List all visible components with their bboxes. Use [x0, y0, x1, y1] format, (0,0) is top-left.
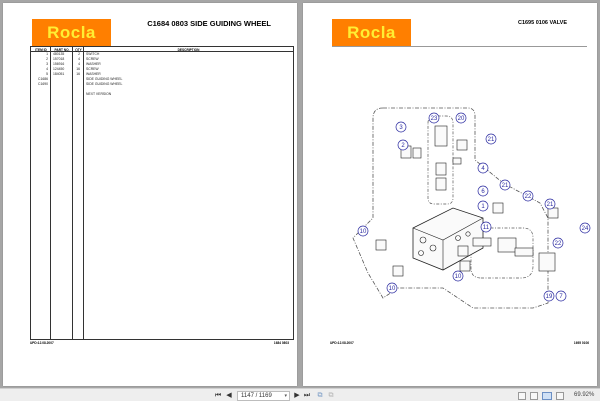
cell-part: 124450 [53, 67, 65, 71]
last-page-icon: ⏭ [303, 392, 311, 399]
header-divider [332, 46, 587, 47]
cell-desc: WASHER [86, 72, 101, 76]
svg-text:2: 2 [401, 143, 405, 149]
svg-text:10: 10 [360, 229, 367, 235]
single-page-view-icon[interactable] [518, 391, 526, 400]
col-part-no [51, 47, 73, 339]
cell-desc: WASHER [86, 62, 101, 66]
footer-doc-number: 1684 0803 [273, 341, 289, 345]
next-page-icon: ▶ [294, 392, 300, 399]
copy-icon: ⧉ [317, 392, 323, 399]
table-row: 1 480135 2 SWITCH [31, 52, 293, 57]
svg-text:3: 3 [399, 125, 403, 131]
svg-text:10: 10 [389, 286, 396, 292]
table-row: 2 157018 4 SCREW [31, 57, 293, 62]
cell-part: 184051 [53, 72, 65, 76]
table-row: 4 124450 16 SCREW [31, 67, 293, 72]
cell-qty: 4 [78, 57, 80, 61]
document-viewport[interactable]: Rocla C1684 0803 SIDE GUIDING WHEEL ITEM… [0, 0, 600, 388]
cell-item: 5 [46, 72, 48, 76]
cell-item: 1 [46, 52, 48, 56]
first-page-button[interactable]: ⏮ [214, 391, 222, 400]
pdf-navigation-toolbar: ⏮ ◀ 1147 / 1169 ▾ ▶ ⏭ ⧉ ⧉ 69.92% [0, 388, 600, 401]
chevron-down-icon[interactable]: ▾ [284, 392, 287, 399]
table-header: ITEM ID PART NO. QTY DESCRIPTION [31, 47, 293, 52]
previous-page-icon: ◀ [226, 392, 232, 399]
next-page-button[interactable]: ▶ [293, 391, 301, 400]
page-left: Rocla C1684 0803 SIDE GUIDING WHEEL ITEM… [3, 3, 297, 386]
footer-update-date: UPD:12.08.2007 [330, 341, 354, 345]
svg-text:21: 21 [502, 183, 509, 189]
parts-table: ITEM ID PART NO. QTY DESCRIPTION 1 48013… [30, 46, 294, 340]
cell-part: 156916 [53, 62, 65, 66]
table-row: C1686 SIDE GUIDING WHEEL [31, 77, 293, 82]
cell-qty: 2 [78, 52, 80, 56]
cell-desc: SCREW [86, 57, 99, 61]
two-page-continuous-view-icon[interactable] [556, 391, 564, 400]
table-row: 5 184051 16 WASHER [31, 72, 293, 77]
footer-doc-number: 1695 0106 [573, 341, 589, 345]
page-right: Rocla C1695 0106 VALVE [303, 3, 597, 386]
cell-item: 2 [46, 57, 48, 61]
two-page-view-icon[interactable] [542, 391, 552, 400]
continuous-view-icon[interactable] [530, 391, 538, 400]
header-description: DESCRIPTION [177, 47, 200, 52]
first-page-icon: ⏮ [214, 392, 222, 399]
svg-text:6: 6 [481, 189, 485, 195]
table-row: NEXT VERSION [31, 92, 293, 97]
svg-text:23: 23 [431, 116, 438, 122]
cell-desc: SCREW [86, 67, 99, 71]
table-row: C1690 SIDE GUIDING WHEEL [31, 82, 293, 87]
callout-group [357, 112, 591, 302]
svg-text:7: 7 [559, 294, 563, 300]
cell-qty: 4 [78, 62, 80, 66]
svg-text:19: 19 [546, 294, 553, 300]
svg-text:1: 1 [481, 204, 485, 210]
header-qty: QTY [75, 47, 82, 52]
page-title: C1695 0106 VALVE [517, 20, 567, 26]
page-number-input[interactable]: 1147 / 1169 ▾ [237, 390, 290, 401]
page-title: C1684 0803 SIDE GUIDING WHEEL [147, 19, 271, 28]
paste-button[interactable]: ⧉ [327, 391, 335, 400]
svg-text:21: 21 [488, 137, 495, 143]
col-item-id [31, 47, 51, 339]
svg-text:20: 20 [458, 116, 465, 122]
svg-text:10: 10 [455, 274, 462, 280]
cell-qty: 16 [76, 67, 80, 71]
header-part-no: PART NO. [54, 47, 70, 52]
cell-desc: NEXT VERSION [86, 92, 112, 96]
cell-part: 157018 [53, 57, 65, 61]
header-item-id: ITEM ID [35, 47, 47, 52]
cell-item: C1690 [38, 82, 48, 86]
rocla-logo: Rocla [32, 19, 111, 47]
svg-text:22: 22 [555, 241, 562, 247]
table-row: 3 156916 4 WASHER [31, 62, 293, 67]
svg-text:24: 24 [582, 226, 589, 232]
cell-part: 480135 [53, 52, 65, 56]
zoom-level[interactable]: 69.92% [574, 392, 595, 398]
last-page-button[interactable]: ⏭ [303, 391, 311, 400]
rocla-logo: Rocla [332, 19, 411, 47]
svg-text:22: 22 [525, 194, 532, 200]
cell-desc: SIDE GUIDING WHEEL [86, 82, 123, 86]
paste-icon: ⧉ [328, 392, 334, 399]
copy-button[interactable]: ⧉ [316, 391, 324, 400]
cell-desc: SWITCH [86, 52, 100, 56]
col-qty [73, 47, 84, 339]
previous-page-button[interactable]: ◀ [225, 391, 233, 400]
page-number-value: 1147 / 1169 [241, 392, 272, 399]
svg-text:11: 11 [483, 225, 490, 231]
cell-item: 3 [46, 62, 48, 66]
svg-text:21: 21 [547, 202, 554, 208]
cell-desc: SIDE GUIDING WHEEL [86, 77, 123, 81]
svg-text:4: 4 [481, 166, 485, 172]
cell-item: 4 [46, 67, 48, 71]
footer-update-date: UPD:12.08.2007 [30, 341, 54, 345]
cell-qty: 16 [76, 72, 80, 76]
cell-item: C1686 [38, 77, 48, 81]
